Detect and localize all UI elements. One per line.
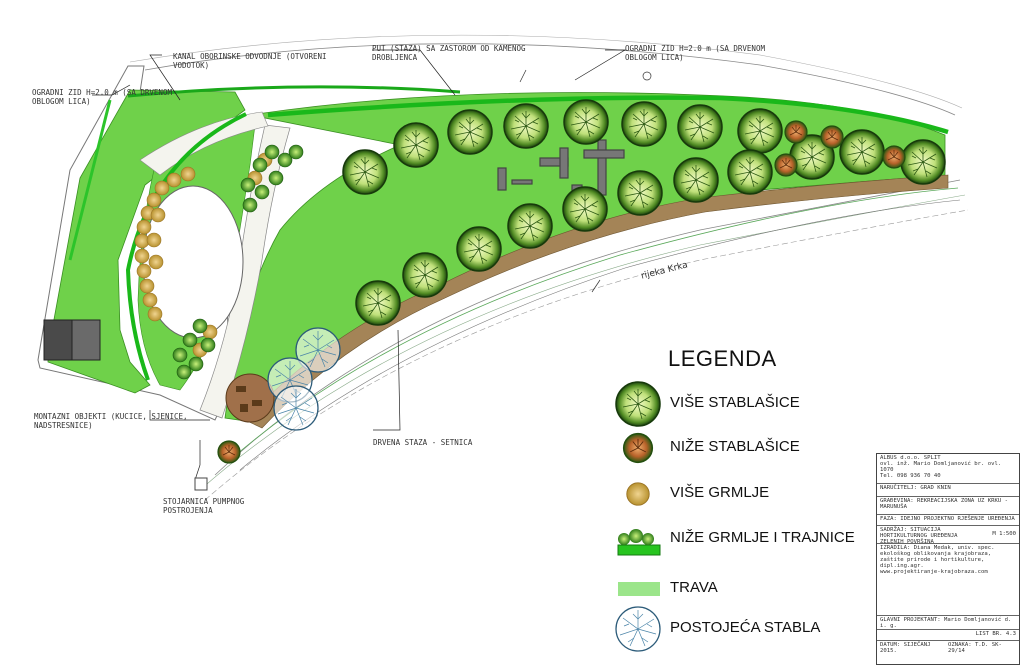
small-tree-icon [622,432,654,464]
legend-label: VIŠE STABLAŠICE [670,394,800,411]
prefab-buildings [43,319,101,361]
lead-designer-cell: GLAVNI PROJEKTANT: Mario Domljanović d. … [877,616,1019,630]
client-text: NARUČITELJ: GRAD KNIN [880,485,951,491]
phase-cell: FAZA: IDEJNO PROJEKTNO RJEŠENJE UREĐENJA [877,515,1019,526]
content-text: SADRŽAJ: SITUACIJA HORTIKULTURNOG UREĐEN… [880,527,958,544]
legend-title: LEGENDA [668,346,777,371]
firm-engineer: ovl. inž. Mario Domljanović br. ovl. 107… [880,461,1002,473]
title-block: ALBUS d.o.o. SPLIT ovl. inž. Mario Domlj… [876,453,1020,665]
lead-designer-text: GLAVNI PROJEKTANT: Mario Domljanović d. … [880,617,1012,629]
grass-area-left [47,89,246,394]
building-text: GRAĐEVINA: REKREACIJSKA ZONA UZ KRKU - M… [880,498,1008,510]
author-text: IZRADILA: Diana Medak, univ. spec. ekolo… [880,545,995,569]
drawing-code: OZNAKA: T.D. SK-29/14 [948,642,1002,653]
firm-name: ALBUS d.o.o. SPLIT [880,455,941,461]
building-cell: GRAĐEVINA: REKREACIJSKA ZONA UZ KRKU - M… [877,497,1019,515]
existing-tree-icon [615,606,661,652]
legend-item-tall-shrubs: VIŠE GRMLJE [614,470,874,518]
legend-label: TRAVA [670,579,718,596]
client-cell: NARUČITELJ: GRAD KNIN [877,484,1019,497]
author-cell: IZRADILA: Diana Medak, univ. spec. ekolo… [877,544,1019,616]
legend-label: VIŠE GRMLJE [670,484,770,501]
callout-gravel-path: PUT (STAZA) SA ZASTOROM OD KAMENOG DROBL… [372,44,526,63]
scale-text: M 1:500 [992,531,1016,537]
legend-label: POSTOJEĆA STABLA [670,619,821,636]
left-wall [125,112,247,381]
legend-label: NIŽE STABLAŠICE [670,438,800,455]
tall-shrub-icon [626,482,650,506]
website-text: www.projektiranje-krajobraza.com [880,569,988,575]
sheet-number: LIST BR. 4.3 [975,631,1016,637]
callout-prefab-buildings: MONTAZNI OBJEKTI (KUCICE, SJENICE, NADST… [34,412,188,431]
boundary-wall [267,95,949,135]
legend-item-small-trees: NIŽE STABLAŠICE [614,424,874,472]
gravel-path [199,124,291,419]
firm-phone: Tel. 098 936 70 40 [880,473,941,479]
callout-drainage-channel: KANAL OBORINSKE ODVODNJE (OTVORENI VODOT… [173,52,327,71]
date-text: DATUM: SIJEČANJ 2015. [880,642,931,653]
date-cell: DATUM: SIJEČANJ 2015. OZNAKA: T.D. SK-29… [877,641,1019,653]
legend-item-grass: TRAVA [614,565,874,613]
low-shrub-icon [617,529,661,556]
sheet-cell: LIST BR. 4.3 [877,630,1019,641]
callout-pump-station: STOJARNICA PUMPNOG POSTROJENJA [163,497,245,516]
content-cell: SADRŽAJ: SITUACIJA HORTIKULTURNOG UREĐEN… [877,526,1019,544]
firm-cell: ALBUS d.o.o. SPLIT ovl. inž. Mario Domlj… [877,454,1019,484]
callout-boundary-wall-left: OGRADNI ZID H=2.0 m (SA DRVENOM OBLOGOM … [32,88,172,107]
callout-wooden-path: DRVENA STAZA - SETNICA [373,438,473,447]
large-tree-icon [615,381,661,427]
callout-boundary-wall-right: OGRADNI ZID H=2.0 m (SA DRVENOM OBLOGOM … [625,44,765,63]
grass-swatch-icon [618,582,660,596]
phase-text: FAZA: IDEJNO PROJEKTNO RJEŠENJE UREĐENJA [880,516,1015,522]
legend-label: NIŽE GRMLJE I TRAJNICE [670,529,855,546]
legend-item-existing-trees: POSTOJEĆA STABLA [614,605,874,653]
legend-item-low-shrubs: NIŽE GRMLJE I TRAJNICE [614,515,874,563]
legend-item-large-trees: VIŠE STABLAŠICE [614,380,874,428]
